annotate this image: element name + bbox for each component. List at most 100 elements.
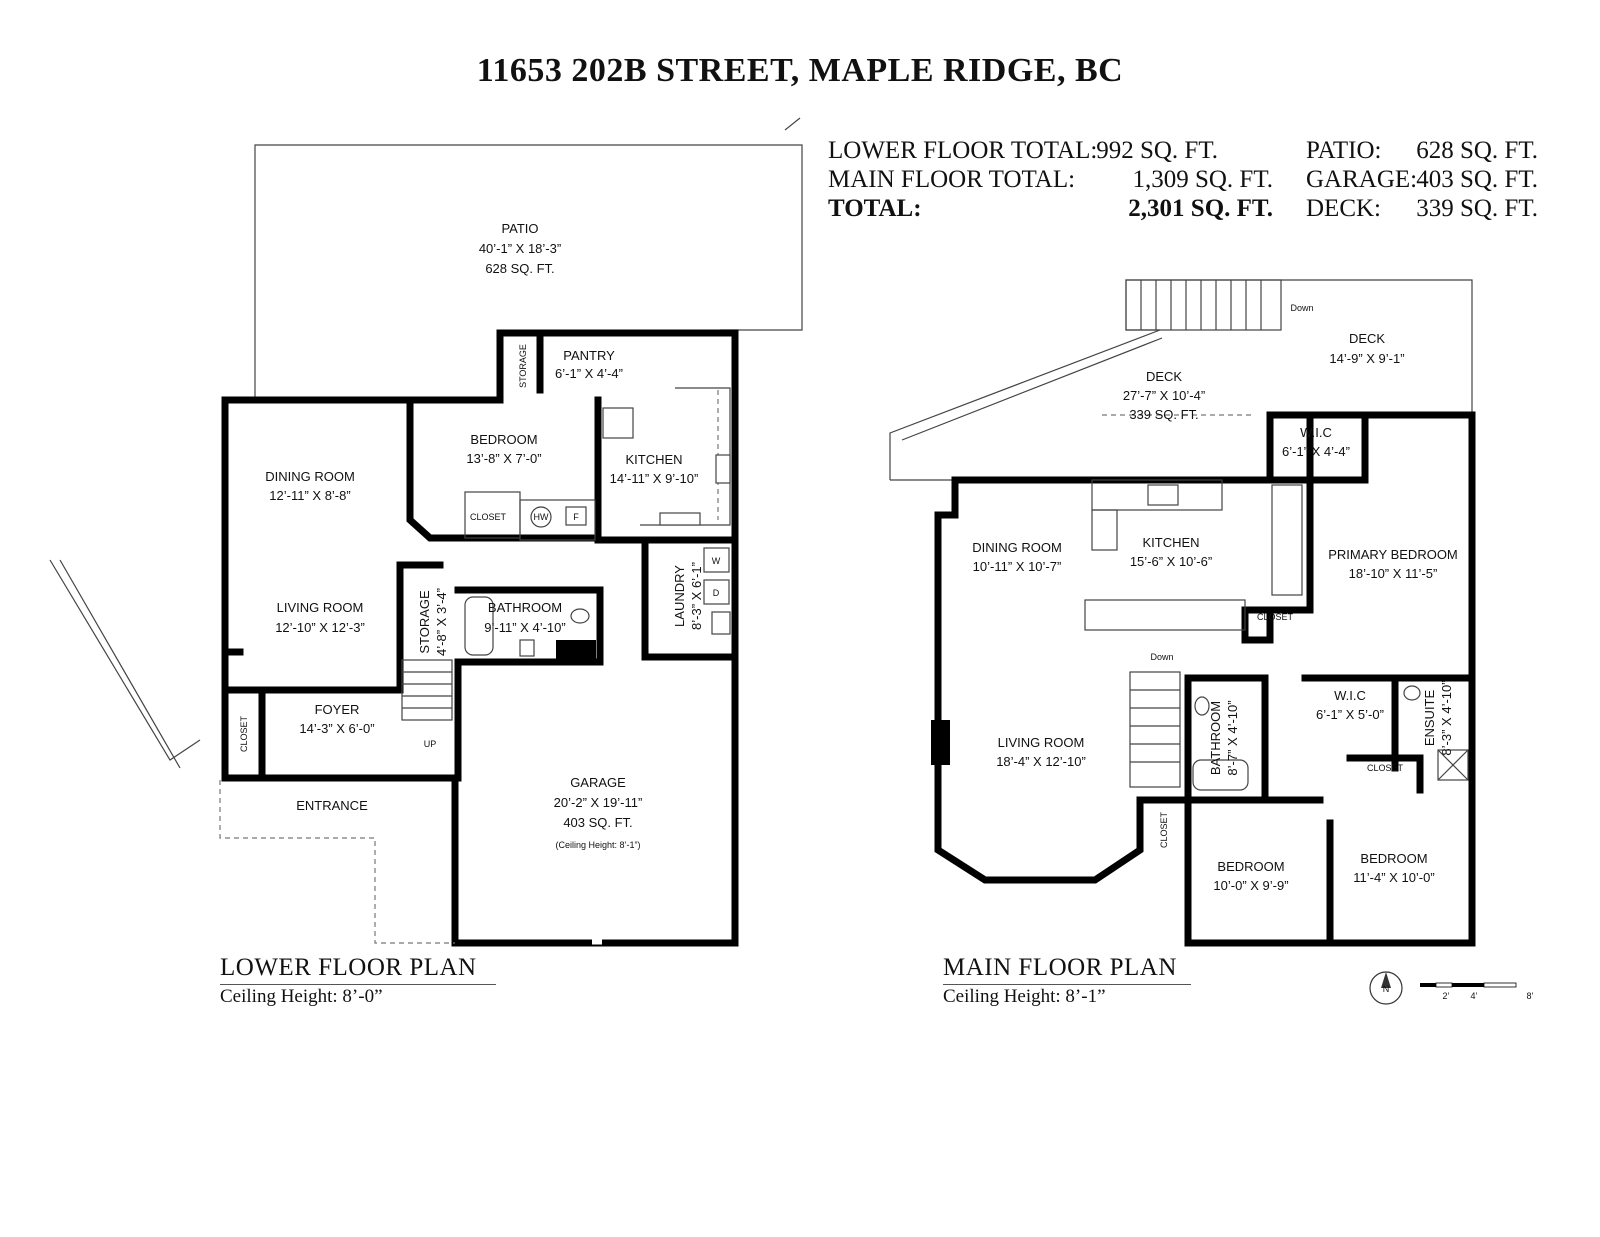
lower-floor-plan: PATIO 40’-1” X 18’-3” 628 SQ. FT. PANTRY… <box>49 117 803 947</box>
garage-total-value: 403 SQ. FT. <box>1416 166 1538 193</box>
laundry-dims: 8’-3” X 6’-1” <box>689 562 704 630</box>
scale-mark: 4’ <box>1470 991 1477 1001</box>
lower-floor-caption: LOWER FLOOR PLAN Ceiling Height: 8’-0” <box>220 954 496 1008</box>
dryer-icon <box>703 579 730 605</box>
ensuite-shower <box>1437 749 1469 781</box>
main-dining-name: DINING ROOM <box>972 540 1062 555</box>
closet-right-wall <box>1346 754 1424 794</box>
main-stairs <box>1129 671 1181 788</box>
kitchen-pantry-counter <box>1271 484 1303 596</box>
foyer-dims: 14’-3” X 6’-0” <box>299 721 374 736</box>
scale-mark: 2’ <box>1442 991 1449 1001</box>
kitchen-stove <box>1091 509 1118 551</box>
f-label: F <box>573 512 579 522</box>
bedroom-wall <box>406 396 602 542</box>
bedroom1-name: BEDROOM <box>1217 859 1284 874</box>
patio-name: PATIO <box>501 221 538 236</box>
utility-outline <box>519 499 596 541</box>
main-bathroom-name: BATHROOM <box>1208 701 1223 775</box>
stair-storage-dims: 4’-8” X 3’-4” <box>434 588 449 656</box>
main-bathroom-dims: 8’-7” X 4’-10” <box>1225 700 1240 775</box>
foyer-name: FOYER <box>315 702 360 717</box>
lower-bathroom-name: BATHROOM <box>488 600 562 615</box>
bedroom2-dims: 11’-4” X 10’-0” <box>1353 870 1434 885</box>
deck-stairs-down-label: Down <box>1290 303 1313 313</box>
patio-total-value: 628 SQ. FT. <box>1416 137 1538 164</box>
lower-bedroom-name: BEDROOM <box>470 432 537 447</box>
lower-kitchen-name: KITCHEN <box>625 452 682 467</box>
lower-living-name: LIVING ROOM <box>277 600 364 615</box>
lower-floor-plan-title: LOWER FLOOR PLAN <box>220 954 477 981</box>
pantry-name: PANTRY <box>563 348 615 363</box>
main-kitchen-name: KITCHEN <box>1142 535 1199 550</box>
wic-top-wall <box>1266 411 1369 484</box>
patio-corner-mark <box>784 117 801 131</box>
main-dining-dims: 10’-11” X 10’-7” <box>973 559 1062 574</box>
main-living-name: LIVING ROOM <box>998 735 1085 750</box>
main-floor-total-value: 1,309 SQ. FT. <box>1132 166 1273 193</box>
compass-icon: N <box>1369 971 1403 1005</box>
lower-floor-total-label: LOWER FLOOR TOTAL: <box>828 137 1098 164</box>
property-address-title: 11653 202B STREET, MAPLE RIDGE, BC <box>476 52 1124 89</box>
patio-total-label: PATIO: <box>1306 137 1382 164</box>
fridge-outline <box>602 407 634 439</box>
scale-bar: 2’ 4’ 8’ <box>1420 982 1534 1001</box>
wic-bottom-dims: 6’-1” X 5’-0” <box>1316 707 1384 722</box>
deck-right-dims: 14’-9” X 9’-1” <box>1329 351 1404 366</box>
grand-total-label: TOTAL: <box>828 195 922 222</box>
pantry-dims: 6’-1” X 4’-4” <box>555 366 623 381</box>
main-floor-ceiling: Ceiling Height: 8’-1” <box>943 986 1106 1007</box>
main-west-south-wall <box>934 476 1334 947</box>
kitchen-counter-top <box>1091 479 1223 511</box>
main-bathtub-icon <box>1192 759 1249 791</box>
patio-outline <box>254 144 803 400</box>
kitchen-sink-icon <box>1147 484 1179 506</box>
main-caption-rule <box>943 984 1191 985</box>
wic-bottom-name: W.I.C <box>1334 688 1366 703</box>
main-closet-right: CLOSET <box>1367 763 1404 773</box>
entrance-outline <box>219 780 455 944</box>
toilet-icon <box>519 639 535 657</box>
washer-icon <box>703 547 730 573</box>
ensuite-dims: 8’-3” X 4’-10” <box>1439 680 1454 755</box>
water-heater-icon <box>530 506 552 528</box>
main-kitchen-dims: 15’-6” X 10’-6” <box>1130 554 1212 569</box>
lower-bedroom-dims: 13’-8” X 7’-0” <box>466 451 541 466</box>
laundry-sink-icon <box>711 611 731 635</box>
main-floor-caption: MAIN FLOOR PLAN Ceiling Height: 8’-1” <box>943 954 1191 1008</box>
scale-mark: 8’ <box>1526 991 1533 1001</box>
wic-top-dims: 6’-1” X 4’-4” <box>1282 444 1350 459</box>
fireplace <box>931 720 950 765</box>
furnace-icon <box>565 506 587 526</box>
kitchen-island <box>1084 599 1246 631</box>
main-floor-plan-title: MAIN FLOOR PLAN <box>943 954 1177 981</box>
lower-dining-name: DINING ROOM <box>265 469 355 484</box>
main-living-dims: 18’-4” X 12’-10” <box>996 754 1086 769</box>
main-floor-plan: Down DECK 14’-9” X 9’-1” DECK 27’-7” X 1… <box>889 279 1476 947</box>
retaining-wall <box>59 559 181 769</box>
deck-total-value: 339 SQ. FT. <box>1416 195 1538 222</box>
deck-left-name: DECK <box>1146 369 1182 384</box>
compass-north-label: N <box>1383 984 1390 994</box>
foyer-closet-label: CLOSET <box>239 715 249 752</box>
ensuite-sink-icon <box>1403 685 1421 701</box>
main-bath-sink-icon <box>1194 696 1210 716</box>
garage-name: GARAGE <box>570 775 626 790</box>
lower-bedroom-closet: CLOSET <box>470 512 507 522</box>
main-bath-wall <box>1184 674 1269 804</box>
grand-total-value: 2,301 SQ. FT. <box>1128 195 1273 222</box>
lower-stair <box>401 659 453 721</box>
lower-kitchen-dims: 14’-11” X 9’-10” <box>610 471 699 486</box>
hw-label: HW <box>534 512 549 522</box>
patio-area: 628 SQ. FT. <box>485 261 554 276</box>
wic-top-name: W.I.C <box>1300 425 1332 440</box>
stair-up-label: UP <box>424 739 437 749</box>
garage-area: 403 SQ. FT. <box>563 815 632 830</box>
bathroom-shaft <box>556 640 596 660</box>
retaining-wall <box>49 559 201 761</box>
garage-ceiling-note: (Ceiling Height: 8’-1”) <box>555 840 640 850</box>
bathroom-sink-icon <box>570 608 590 624</box>
entrance-label: ENTRANCE <box>296 798 368 813</box>
shower-x <box>1437 749 1469 781</box>
storage-top-label: STORAGE <box>518 344 528 388</box>
